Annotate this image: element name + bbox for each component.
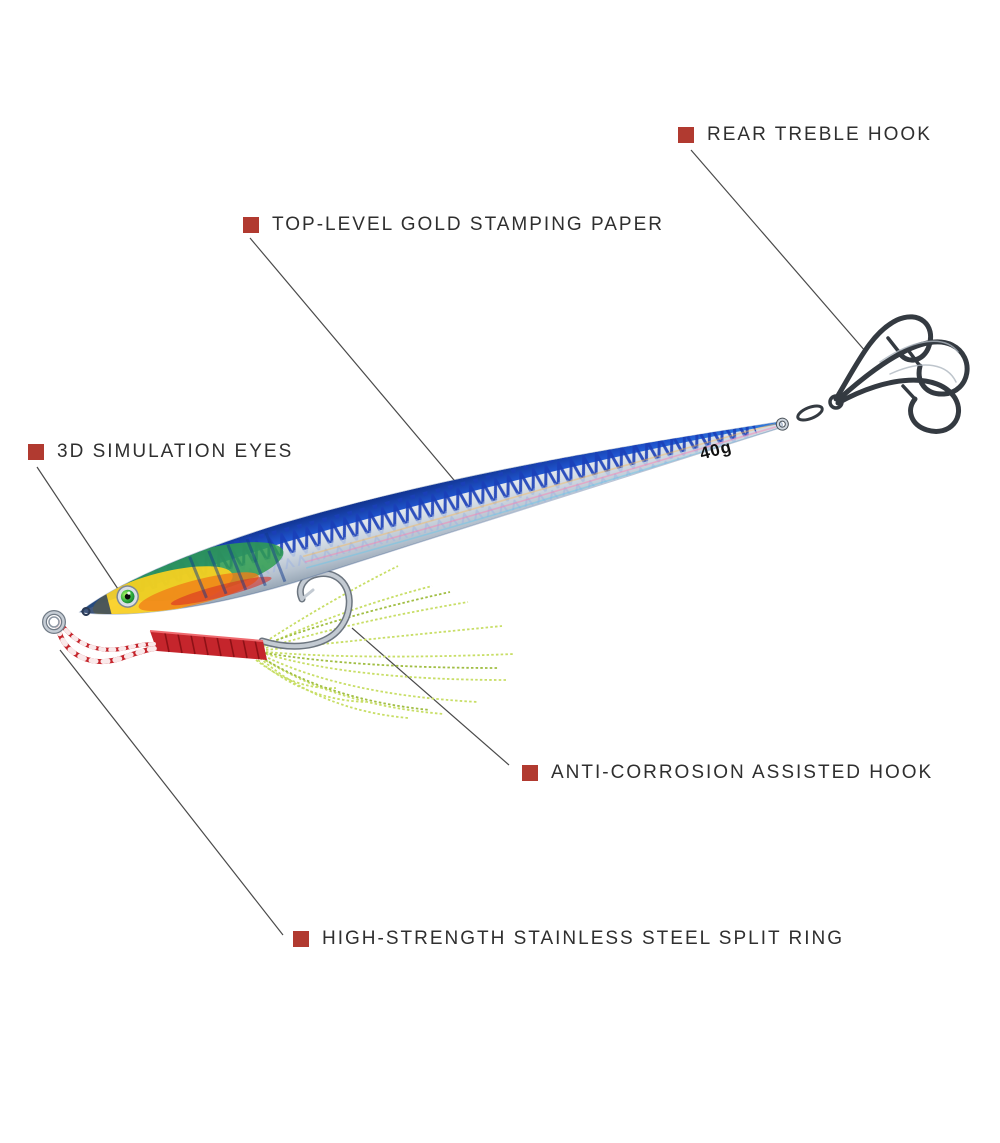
holo-stripe-pink: [304, 426, 777, 563]
callout-split-ring: HIGH-STRENGTH STAINLESS STEEL SPLIT RING: [293, 928, 844, 950]
head-red: [170, 576, 272, 606]
label-text: REAR TREBLE HOOK: [707, 124, 932, 145]
feather-strand: [265, 653, 507, 681]
eye-pupil: [124, 593, 131, 600]
head-iridescent-patch: [80, 532, 287, 620]
label-bullet: [293, 931, 309, 947]
nose-eyelet: [81, 606, 91, 616]
label-bullet: [522, 765, 538, 781]
link-oval: [796, 404, 824, 422]
flash-feather: [255, 565, 515, 719]
feather-strand: [260, 656, 431, 711]
hook-point: [886, 336, 901, 354]
zigzag-band-light: [165, 430, 761, 600]
cord-strand-stripe: [58, 620, 158, 652]
head-nose-dark: [80, 593, 113, 617]
eye-highlight: [127, 591, 131, 595]
hook-shine: [879, 340, 959, 363]
body-decor: [80, 407, 780, 620]
leader-line-gold-paper: [249, 237, 460, 487]
leader-line-eyes: [36, 466, 119, 590]
callout-assisted-hook: ANTI-CORROSION ASSISTED HOOK: [522, 762, 933, 784]
thread-wrap-texture: [164, 632, 260, 660]
label-bullet: [28, 444, 44, 460]
hook-prong: [835, 339, 970, 403]
feather-strand: [255, 659, 337, 689]
split-ring: [42, 610, 66, 634]
label-text: 3D SIMULATION EYES: [57, 441, 294, 462]
holo-stripe-orange: [302, 423, 776, 558]
callout-simulation-eyes: 3D SIMULATION EYES: [28, 441, 293, 463]
leader-line-split-ring: [59, 649, 284, 936]
tail-eyelet-shine: [776, 418, 788, 430]
lure-body: 40g: [78, 407, 789, 620]
callout-gold-stamping-paper: TOP-LEVEL GOLD STAMPING PAPER: [243, 214, 664, 236]
feather-strand: [264, 652, 499, 669]
feather-strand: [261, 657, 445, 715]
label-bullet: [678, 127, 694, 143]
split-ring-shine: [43, 611, 65, 633]
callout-rear-treble-hook: REAR TREBLE HOOK: [678, 124, 932, 146]
leader-line-rear-treble-hook: [690, 149, 867, 353]
thread-wrap-highlight: [149, 630, 264, 642]
leader-lines: [36, 149, 867, 936]
hook-shine: [889, 364, 957, 383]
thread-wrap: [149, 630, 267, 660]
feather-strand: [265, 651, 515, 658]
cord-strand-stripe: [55, 626, 161, 664]
feather-strand: [262, 591, 451, 646]
label-text: ANTI-CORROSION ASSISTED HOOK: [551, 762, 934, 783]
hook-prong: [835, 377, 962, 434]
feather-strand: [265, 601, 469, 649]
leader-line-assisted-hook: [351, 627, 510, 766]
label-text: TOP-LEVEL GOLD STAMPING PAPER: [272, 214, 664, 235]
hook-prong: [833, 314, 933, 402]
rear-treble-hook: [796, 314, 970, 434]
label-bullet: [243, 217, 259, 233]
label-text: HIGH-STRENGTH STAINLESS STEEL SPLIT RING: [322, 928, 845, 949]
assist-hook-barb: [300, 588, 315, 601]
feather-strand: [257, 659, 367, 703]
assist-hook-shine: [260, 571, 352, 649]
split-ring-inner: [48, 616, 60, 628]
hook-point: [901, 384, 917, 401]
assist-hook: [258, 570, 353, 650]
assist-cord: [55, 620, 161, 664]
head-stripes: [188, 532, 287, 599]
feather-strand: [263, 655, 479, 703]
feather-strand: [259, 657, 409, 719]
fish-eye: [116, 585, 139, 608]
